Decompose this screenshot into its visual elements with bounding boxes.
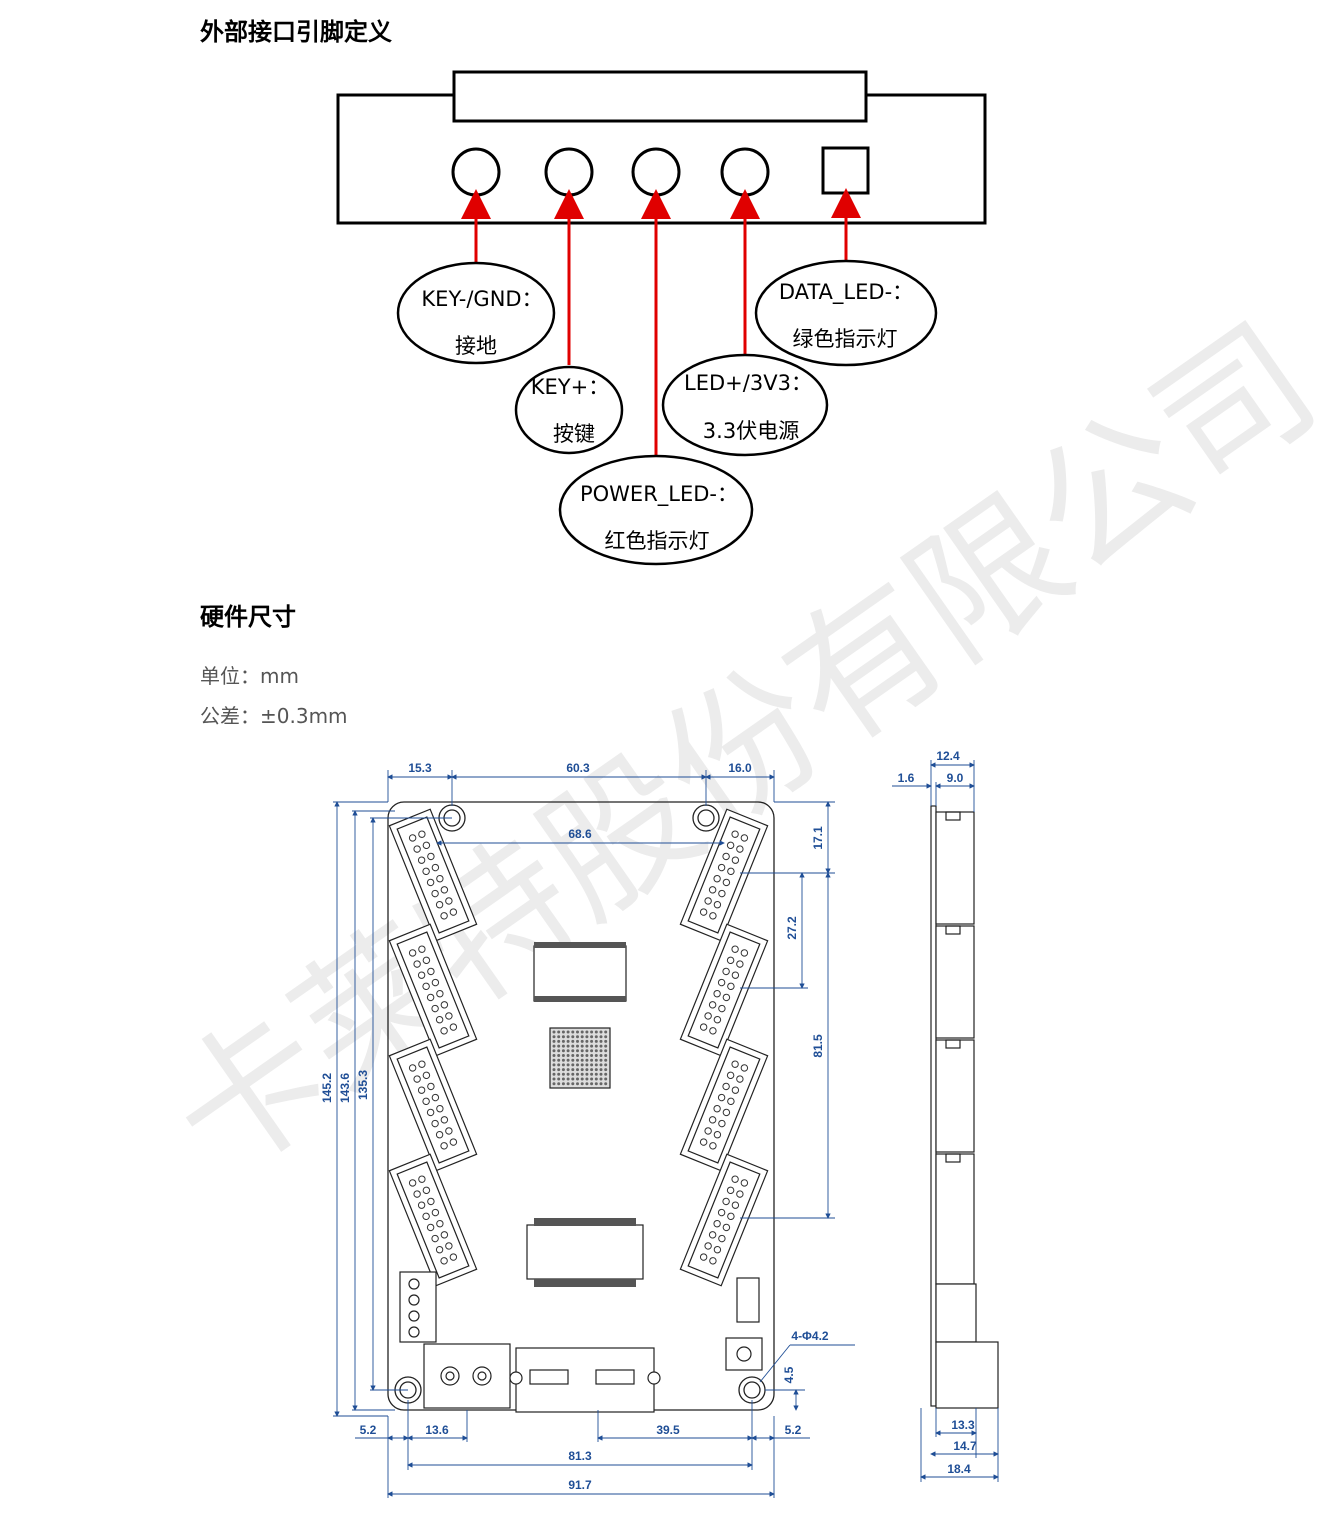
chips bbox=[526, 942, 644, 1287]
dim-bottom-right-edge: 5.2 bbox=[785, 1423, 802, 1437]
unit-note: 单位：mm bbox=[200, 664, 299, 688]
push-button bbox=[725, 1337, 763, 1371]
dimension-lines bbox=[333, 770, 855, 1498]
bga-balls bbox=[552, 1030, 608, 1086]
connector-pin-group bbox=[408, 945, 458, 1035]
serial-connector bbox=[515, 1347, 655, 1413]
connector-pins bbox=[408, 830, 749, 1265]
callout-led-3v3 bbox=[661, 353, 829, 457]
side-connector-1 bbox=[935, 811, 975, 925]
connector-pin-group bbox=[699, 945, 749, 1035]
side-socket bbox=[935, 1341, 999, 1409]
callout-power-led-line2: 红色指示灯 bbox=[605, 529, 710, 553]
side-terminal bbox=[935, 1283, 977, 1343]
chip-bottom bbox=[526, 1224, 644, 1280]
pin-arrows bbox=[461, 188, 861, 458]
connector-right-3 bbox=[679, 1038, 769, 1172]
callout-key-gnd-line2: 接地 bbox=[455, 334, 497, 358]
connector-pin-group bbox=[408, 830, 458, 920]
side-connector-4 bbox=[935, 1153, 975, 1285]
dim-side-12-4: 12.4 bbox=[936, 749, 960, 763]
callout-led-3v3-line2: 3.3伏电源 bbox=[703, 419, 799, 443]
callout-key-plus bbox=[514, 365, 624, 455]
dim-left-1: 145.2 bbox=[320, 1073, 334, 1103]
callout-led-3v3-line1: LED+/3V3： bbox=[684, 371, 812, 395]
connector-pin-group bbox=[699, 1175, 749, 1265]
connector-right-1 bbox=[679, 808, 769, 942]
left-connectors bbox=[388, 808, 478, 1287]
dim-side-13-3: 13.3 bbox=[951, 1418, 975, 1432]
connector-left-2 bbox=[388, 923, 478, 1057]
dim-side-1-6: 1.6 bbox=[898, 771, 915, 785]
callout-labels: KEY-/GND： 接地 KEY+： 按键 POWER_LED-： 红色指示灯 … bbox=[421, 280, 913, 553]
connector-pin-group bbox=[699, 1060, 749, 1150]
section-title-pin-definition: 外部接口引脚定义 bbox=[200, 18, 392, 46]
interface-panel bbox=[336, 70, 987, 225]
connector-left-3 bbox=[388, 1038, 478, 1172]
dim-bottom-left-edge: 5.2 bbox=[360, 1423, 377, 1437]
connector-left-1 bbox=[388, 808, 478, 942]
connector-right-2 bbox=[679, 923, 769, 1057]
connector-left-4 bbox=[388, 1153, 478, 1287]
dimension-labels: 15.3 60.3 16.0 68.6 17.1 27.2 81.5 145.2… bbox=[320, 761, 829, 1492]
tolerance-note: 公差：±0.3mm bbox=[200, 704, 348, 728]
callout-ellipses bbox=[396, 259, 938, 566]
side-connector-3 bbox=[935, 1039, 975, 1153]
side-connector-2 bbox=[935, 925, 975, 1039]
side-dimension-lines bbox=[892, 760, 999, 1482]
dual-socket bbox=[423, 1343, 511, 1409]
dim-right-1: 17.1 bbox=[811, 826, 825, 850]
dim-inner: 68.6 bbox=[568, 827, 592, 841]
dim-left-2: 143.6 bbox=[338, 1073, 352, 1103]
port-key-plus bbox=[544, 147, 594, 197]
dim-top-right: 16.0 bbox=[728, 761, 752, 775]
port-power-led bbox=[631, 147, 681, 197]
side-pcb bbox=[930, 805, 937, 1407]
connector-pin-group bbox=[408, 1060, 458, 1150]
dim-hole: 4-Φ4.2 bbox=[791, 1329, 829, 1343]
side-dimension-labels: 12.4 1.6 9.0 13.3 14.7 18.4 bbox=[898, 749, 977, 1476]
callout-key-gnd bbox=[396, 261, 556, 365]
dim-bottom-39-5: 39.5 bbox=[656, 1423, 680, 1437]
port-key-gnd bbox=[451, 147, 501, 197]
right-connectors bbox=[679, 808, 769, 1287]
dim-bottom-13-6: 13.6 bbox=[425, 1423, 449, 1437]
section-title-hardware-size: 硬件尺寸 bbox=[200, 603, 296, 631]
dim-side-18-4: 18.4 bbox=[947, 1462, 971, 1476]
callout-power-led-line1: POWER_LED-： bbox=[580, 482, 738, 507]
bottom-components bbox=[399, 1271, 763, 1413]
callout-data-led-line1: DATA_LED-： bbox=[779, 280, 913, 305]
dim-left-3: 135.3 bbox=[356, 1070, 370, 1100]
dim-hole-offset: 4.5 bbox=[782, 1366, 796, 1383]
callout-data-led-line2: 绿色指示灯 bbox=[793, 327, 898, 351]
port-led-3v3 bbox=[720, 147, 770, 197]
connector-pin-group bbox=[699, 830, 749, 920]
callout-key-plus-line1: KEY+： bbox=[531, 375, 609, 399]
dim-top-middle: 60.3 bbox=[566, 761, 590, 775]
dim-bottom-81-3: 81.3 bbox=[568, 1449, 592, 1463]
connector-right-4 bbox=[679, 1153, 769, 1287]
callout-power-led bbox=[558, 454, 754, 566]
chip-top bbox=[533, 945, 627, 1002]
port-data-led bbox=[821, 146, 870, 195]
side-view bbox=[930, 805, 999, 1409]
dim-right-3: 81.5 bbox=[811, 1034, 825, 1058]
dim-side-14-7: 14.7 bbox=[953, 1439, 977, 1453]
dim-bottom-91-7: 91.7 bbox=[568, 1478, 592, 1492]
connector-pin-group bbox=[408, 1175, 458, 1265]
callout-data-led bbox=[754, 259, 938, 367]
dim-right-2: 27.2 bbox=[785, 916, 799, 940]
callout-key-gnd-line1: KEY-/GND： bbox=[421, 287, 542, 311]
small-terminal bbox=[736, 1277, 760, 1323]
dim-side-9-0: 9.0 bbox=[947, 771, 964, 785]
dim-top-left: 15.3 bbox=[408, 761, 432, 775]
callout-key-plus-line2: 按键 bbox=[553, 422, 595, 446]
panel-top-slot bbox=[452, 70, 868, 123]
